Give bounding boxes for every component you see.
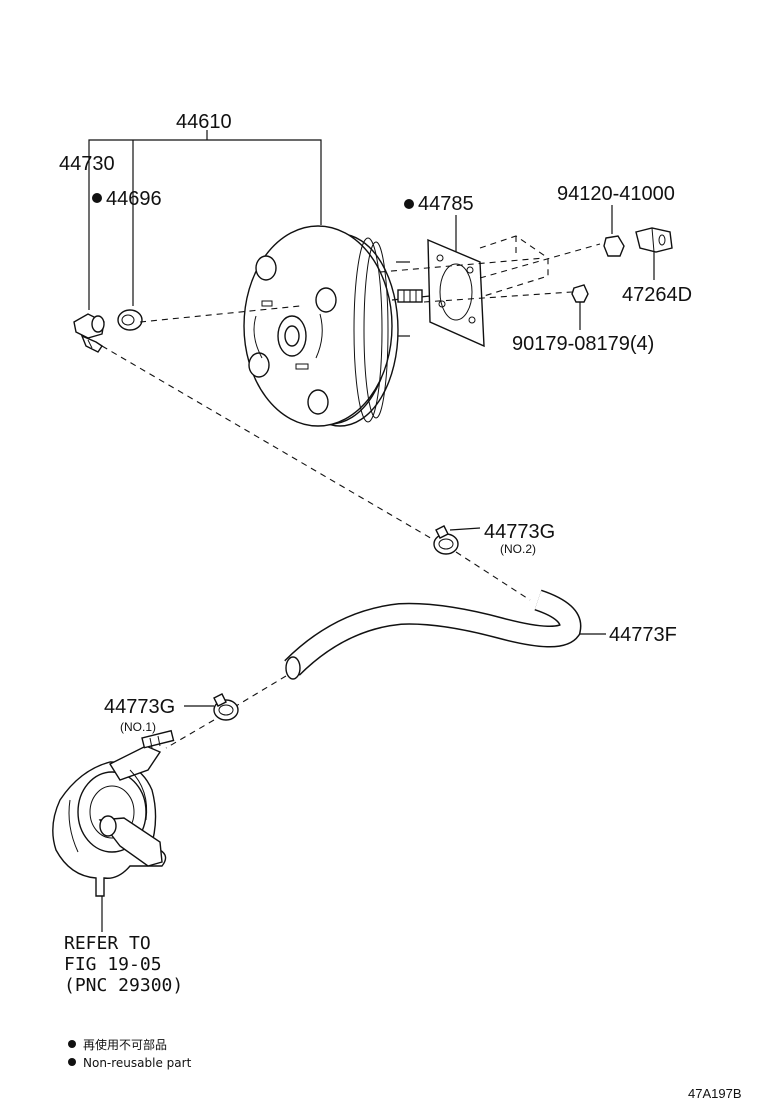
brake-booster	[243, 225, 431, 427]
clip-no1-note: (NO.1)	[120, 720, 156, 734]
booster-label: 44610	[176, 111, 232, 133]
clip-no1-label: 44773G	[104, 696, 175, 718]
refer-note-line2: FIG 19-05	[64, 954, 162, 975]
nut	[603, 205, 625, 257]
legend-jp: 再使用不可部品	[83, 1037, 167, 1052]
vacuum-hose	[284, 589, 606, 680]
mounting-projection	[379, 235, 601, 303]
booster-leader-lines	[88, 130, 322, 310]
hose-label: 44773F	[609, 624, 677, 646]
clevis-label: 47264D	[622, 284, 692, 306]
stud-nut	[571, 284, 589, 330]
gasket	[427, 215, 485, 348]
check-valve	[73, 313, 105, 353]
stud-nut-label: 90179-08179(4)	[512, 333, 654, 355]
clevis	[635, 227, 673, 280]
legend-bullet	[68, 1040, 76, 1048]
vacuum-pump	[52, 729, 175, 932]
figure-code: 47A197B	[688, 1086, 742, 1101]
clip-no1	[184, 693, 239, 721]
grommet-label: 44696	[106, 188, 162, 210]
legend-bullet	[68, 1058, 76, 1066]
non-reusable-bullet	[92, 193, 102, 203]
grommet	[117, 309, 143, 331]
legend-en: Non-reusable part	[83, 1056, 192, 1070]
clip-no2	[433, 525, 481, 555]
gasket-label: 44785	[418, 193, 474, 215]
refer-note-line1: REFER TO	[64, 933, 151, 954]
check-valve-label: 44730	[59, 153, 115, 175]
clip-no2-label: 44773G	[484, 521, 555, 543]
refer-note-line3: (PNC 29300)	[64, 975, 183, 996]
clip-no2-note: (NO.2)	[500, 542, 536, 556]
nut-label: 94120-41000	[557, 183, 675, 205]
non-reusable-bullet	[404, 199, 414, 209]
